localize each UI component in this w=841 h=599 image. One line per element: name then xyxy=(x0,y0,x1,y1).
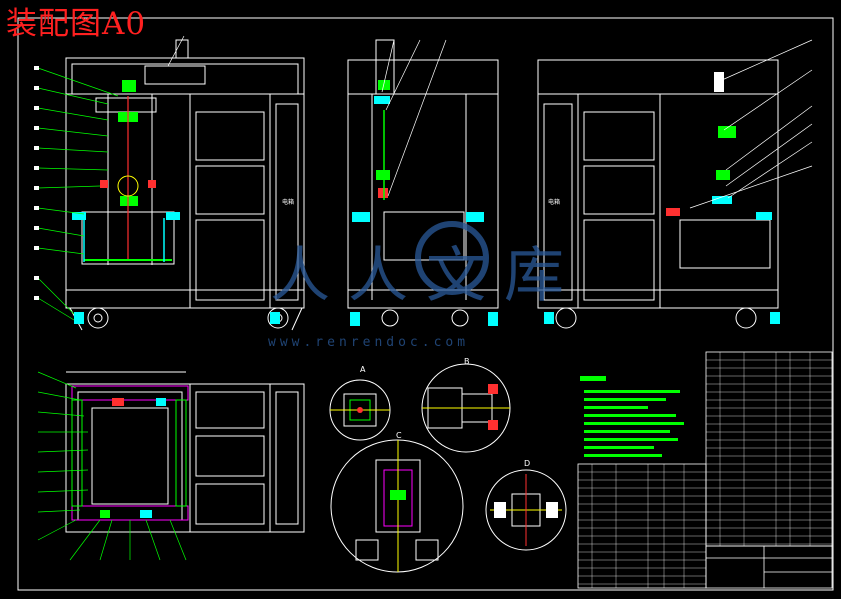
technical-notes xyxy=(580,376,684,457)
detail-view-d xyxy=(485,469,567,551)
view-label-a: A xyxy=(360,365,366,374)
parts-list-upper xyxy=(705,351,833,547)
top-view xyxy=(65,371,305,533)
side-view-leaders xyxy=(381,39,447,197)
top-view-colored-parts xyxy=(71,385,189,521)
parts-list xyxy=(577,351,833,589)
front-view-leaders xyxy=(37,35,185,321)
watermark-brand: 人人文库 xyxy=(270,241,582,311)
sheet-border xyxy=(17,17,834,591)
rear-view-colored-parts xyxy=(544,72,780,324)
top-view-leaders xyxy=(37,371,187,561)
view-label-d: D xyxy=(524,459,530,468)
front-view-colored-parts xyxy=(72,80,280,324)
view-label-b: B xyxy=(464,357,470,366)
rear-view xyxy=(537,59,779,329)
front-view xyxy=(65,39,305,331)
title-block xyxy=(705,545,833,589)
detail-view-c xyxy=(330,439,464,573)
watermark: 人人文库 www.renrendoc.com xyxy=(268,221,582,350)
side-view xyxy=(347,39,499,327)
front-view-balloons xyxy=(34,66,39,300)
watermark-url: www.renrendoc.com xyxy=(268,335,469,350)
parts-list-lower xyxy=(577,463,707,589)
rear-view-leaders xyxy=(689,39,813,209)
panel-label-front: 电箱 xyxy=(282,198,294,206)
panel-label-rear: 电箱 xyxy=(548,198,560,206)
detail-view-a xyxy=(329,379,391,441)
detail-view-b xyxy=(421,363,511,453)
drawing-title: 装配图A0 xyxy=(6,6,147,42)
side-view-colored-parts xyxy=(350,80,498,326)
view-label-c: C xyxy=(396,431,402,440)
